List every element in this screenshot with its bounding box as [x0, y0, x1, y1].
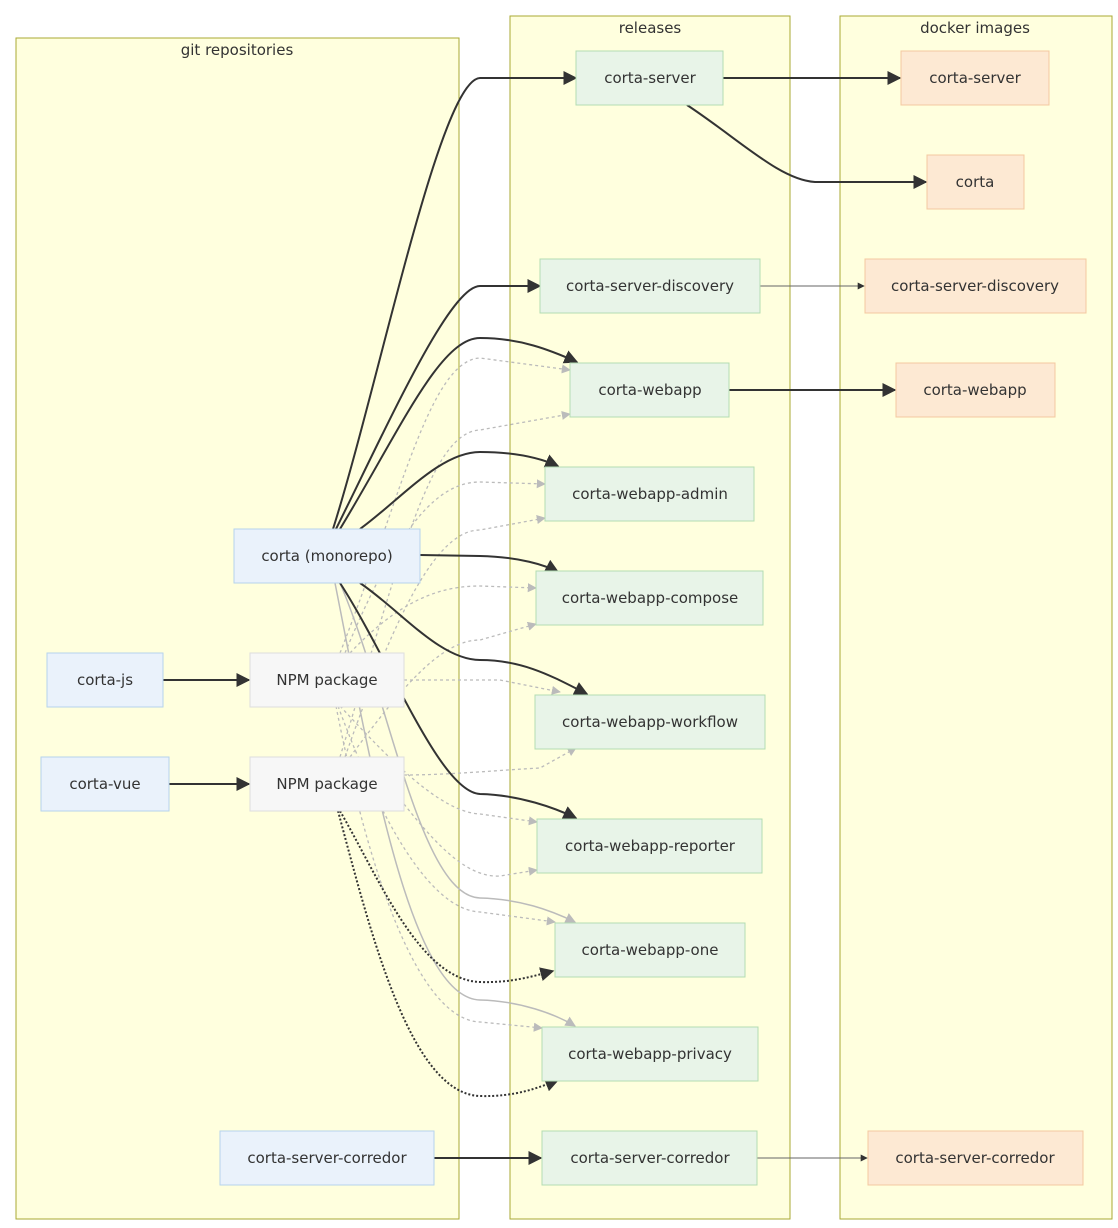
edge-npm-vue-admin — [344, 515, 546, 758]
edge-npm-vue-reporter — [403, 803, 538, 877]
node-release-corta-server[interactable]: corta-server — [575, 50, 724, 106]
node-docker-corta-server-discovery-label: corta-server-discovery — [891, 277, 1059, 295]
node-corta-vue[interactable]: corta-vue — [40, 756, 170, 812]
node-release-corta-webapp-reporter[interactable]: corta-webapp-reporter — [536, 818, 763, 874]
node-corta-monorepo[interactable]: corta (monorepo) — [233, 528, 421, 584]
node-release-corta-server-label: corta-server — [604, 69, 696, 87]
node-release-corta-webapp[interactable]: corta-webapp — [569, 362, 730, 418]
node-docker-corta-server-corredor[interactable]: corta-server-corredor — [867, 1130, 1084, 1186]
node-docker-corta-webapp-label: corta-webapp — [923, 381, 1026, 399]
group-releases-label: releases — [619, 19, 682, 37]
node-release-corta-webapp-compose-label: corta-webapp-compose — [562, 589, 739, 607]
node-release-corta-webapp-admin[interactable]: corta-webapp-admin — [544, 466, 755, 522]
node-release-corta-webapp-compose[interactable]: corta-webapp-compose — [535, 570, 764, 626]
node-corta-server-corredor-git-label: corta-server-corredor — [247, 1149, 407, 1167]
node-corta-server-corredor-git[interactable]: corta-server-corredor — [219, 1130, 435, 1186]
node-release-corta-webapp-label: corta-webapp — [598, 381, 701, 399]
node-release-corta-webapp-privacy[interactable]: corta-webapp-privacy — [541, 1026, 759, 1082]
node-corta-vue-label: corta-vue — [69, 775, 140, 793]
node-npm-package-js[interactable]: NPM package — [249, 652, 405, 708]
node-release-corta-webapp-workflow[interactable]: corta-webapp-workflow — [534, 694, 766, 750]
node-release-corta-server-discovery[interactable]: corta-server-discovery — [539, 258, 761, 314]
node-release-corta-webapp-workflow-label: corta-webapp-workflow — [562, 713, 738, 731]
edge-npm-js-reporter — [339, 705, 538, 826]
node-docker-corta-server-corredor-label: corta-server-corredor — [895, 1149, 1055, 1167]
node-release-corta-webapp-one[interactable]: corta-webapp-one — [554, 922, 746, 978]
node-docker-corta-server-discovery[interactable]: corta-server-discovery — [864, 258, 1087, 314]
node-release-corta-webapp-reporter-label: corta-webapp-reporter — [565, 837, 736, 855]
node-corta-monorepo-label: corta (monorepo) — [261, 547, 392, 565]
node-docker-corta-label: corta — [956, 173, 995, 191]
edges-release-docker — [686, 71, 928, 1162]
edge-mono-privacy — [334, 582, 576, 1027]
edge-mono-admin — [359, 450, 560, 530]
node-docker-corta-webapp[interactable]: corta-webapp — [895, 362, 1056, 418]
node-npm-package-js-label: NPM package — [276, 671, 377, 689]
edge-npm-vue-compose — [349, 621, 537, 758]
edge-mono-server — [332, 71, 578, 530]
node-docker-corta[interactable]: corta — [926, 154, 1025, 210]
edges-mono-dark — [332, 71, 589, 819]
node-npm-package-vue[interactable]: NPM package — [249, 756, 405, 812]
edges-npm-vue-dark — [337, 810, 560, 1098]
node-docker-corta-server-label: corta-server — [929, 69, 1021, 87]
node-release-corta-server-corredor[interactable]: corta-server-corredor — [541, 1130, 758, 1186]
edge-npm-js-one — [337, 705, 556, 926]
edge-npm-js-webapp — [339, 357, 571, 654]
group-git-label: git repositories — [181, 41, 294, 59]
group-docker-label: docker images — [920, 19, 1030, 37]
edge-npm-vue-one — [339, 810, 555, 984]
edge-npm-js-workflow — [404, 679, 561, 695]
node-release-corta-webapp-admin-label: corta-webapp-admin — [572, 485, 728, 503]
node-release-corta-webapp-privacy-label: corta-webapp-privacy — [568, 1045, 732, 1063]
group-docker-images: docker images — [839, 15, 1113, 1220]
edge-mono-compose — [419, 554, 560, 573]
edges-git-npm — [163, 673, 543, 1165]
edge-mono-webapp — [339, 336, 579, 530]
node-corta-js[interactable]: corta-js — [46, 652, 164, 708]
edge-server-docker-corta — [686, 104, 928, 189]
node-release-corta-server-discovery-label: corta-server-discovery — [566, 277, 734, 295]
node-docker-corta-server[interactable]: corta-server — [900, 50, 1050, 106]
edge-npm-js-compose — [349, 583, 537, 654]
node-corta-js-label: corta-js — [77, 671, 133, 689]
group-git-repositories: git repositories — [15, 37, 460, 1220]
node-release-corta-webapp-one-label: corta-webapp-one — [582, 941, 719, 959]
edge-mono-workflow — [359, 582, 589, 695]
edge-mono-reporter — [339, 582, 578, 819]
edge-mono-discovery — [335, 279, 542, 530]
node-npm-package-vue-label: NPM package — [276, 775, 377, 793]
node-release-corta-server-corredor-label: corta-server-corredor — [570, 1149, 730, 1167]
